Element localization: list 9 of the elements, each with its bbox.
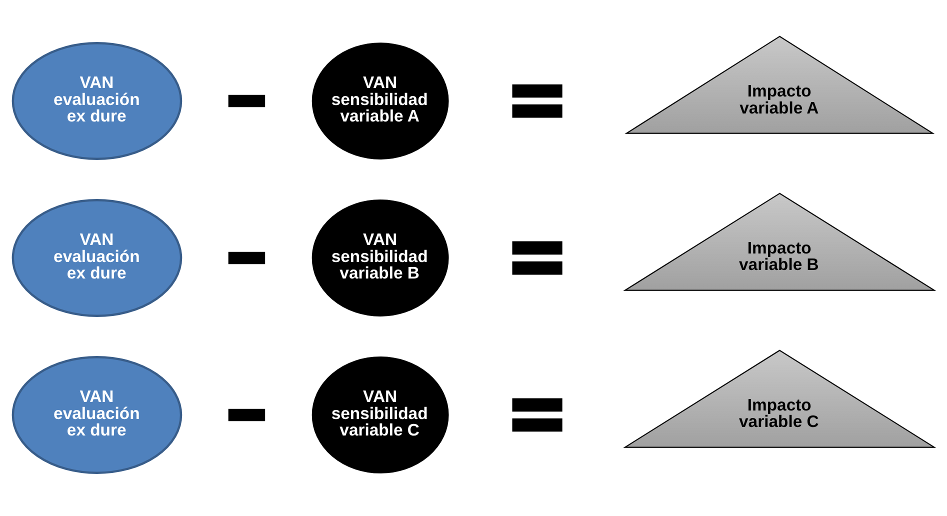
node-ellipse: VAN sensibilidad variable A bbox=[312, 42, 449, 160]
node-minus bbox=[228, 408, 266, 422]
node-minus bbox=[228, 94, 266, 108]
node-ellipse: VAN sensibilidad variable C bbox=[312, 356, 449, 474]
node-ellipse: VAN sensibilidad variable B bbox=[312, 200, 449, 316]
node-ellipse: VAN evaluación ex dure bbox=[12, 199, 182, 317]
node-ellipse: VAN evaluación ex dure bbox=[12, 42, 182, 160]
node-ellipse: VAN evaluación ex dure bbox=[12, 356, 182, 474]
node-minus bbox=[228, 252, 266, 264]
